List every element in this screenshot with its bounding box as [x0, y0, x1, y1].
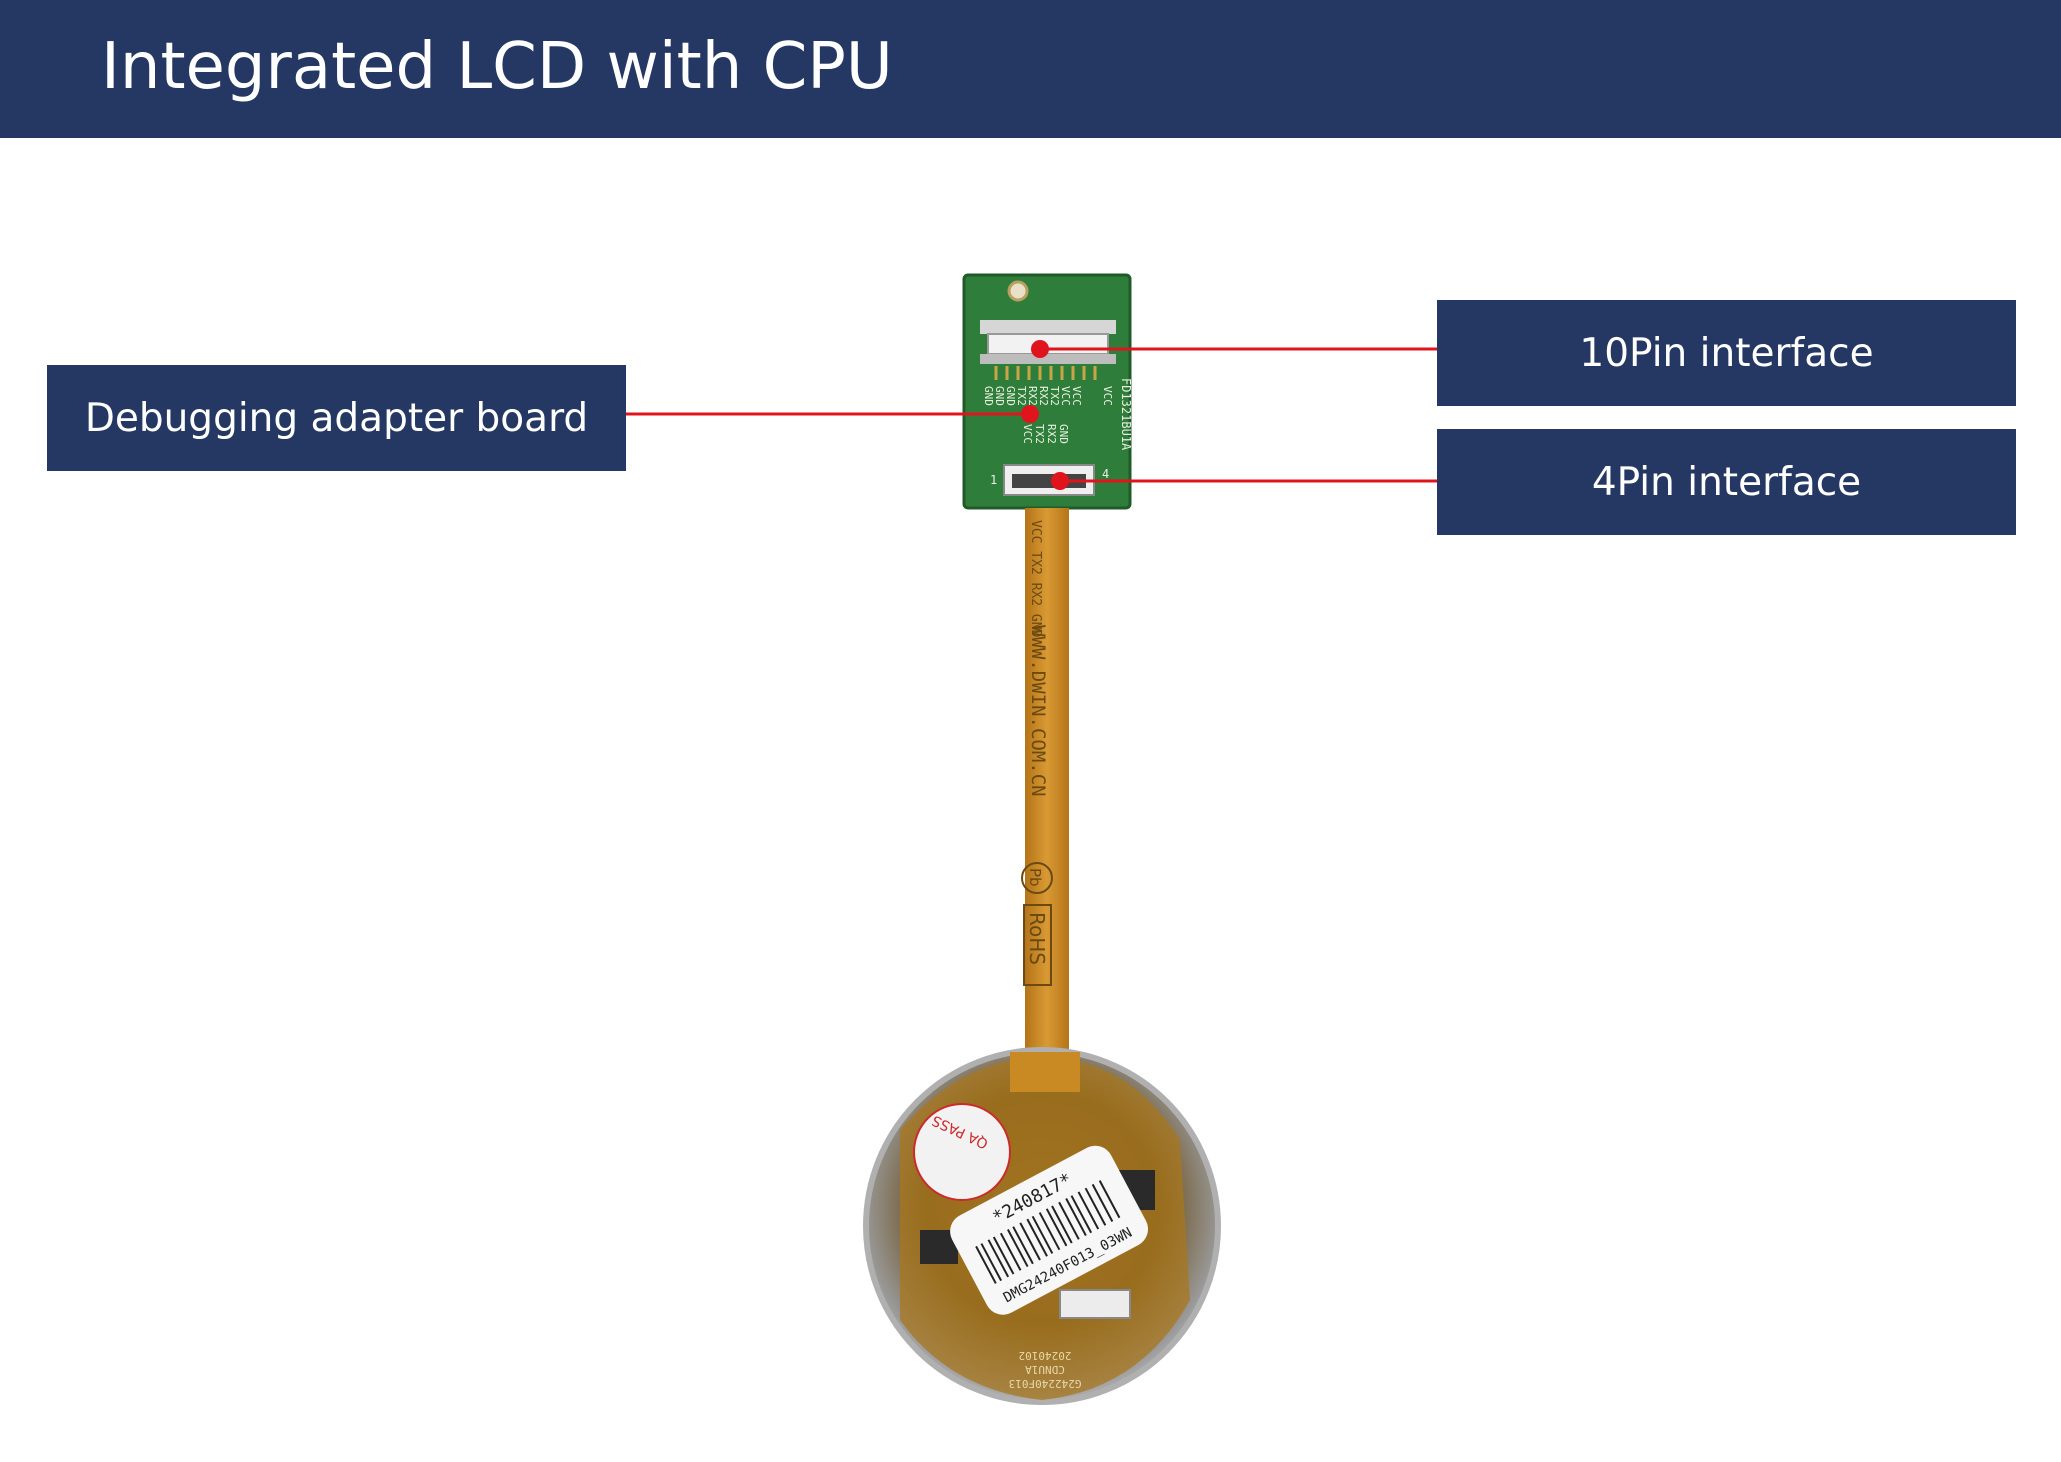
- cable-url: WWW.DWIN.COM.CN: [1027, 625, 1049, 797]
- callout-text: 4Pin interface: [1591, 459, 1862, 505]
- marker-dot-debug: [1021, 405, 1039, 423]
- board-pin-label: VCC: [1070, 386, 1083, 406]
- round-lcd-module: QA PASS *240817* DMG24240F013_03WN 20240…: [863, 1047, 1221, 1405]
- board-pin-label: VCC: [1101, 386, 1114, 406]
- board-pin-label: VCC: [1059, 386, 1072, 406]
- board-pin-label: GND: [1004, 386, 1017, 406]
- callout-text: Debugging adapter board: [84, 395, 589, 441]
- board-model-label: FD1321BU1A: [1119, 378, 1133, 451]
- marker-dot-10pin: [1031, 340, 1049, 358]
- rohs-badge: [1023, 904, 1052, 986]
- board-pin-label: RX2: [1037, 386, 1050, 406]
- board-pin-label: RX2: [1045, 424, 1058, 444]
- mounting-hole-icon: [1007, 280, 1029, 302]
- pb-mark: Pb: [1026, 868, 1044, 887]
- board-pin-label: VCC: [1021, 424, 1034, 444]
- fpc-connector: [1059, 1289, 1131, 1319]
- callout-debugging-adapter-board: Debugging adapter board: [47, 365, 626, 471]
- marker-dot-4pin: [1051, 472, 1069, 490]
- pb-free-icon: [1021, 862, 1053, 894]
- pcb-date: 20240102: [1019, 1349, 1072, 1362]
- cable-pin-labels: VCC TX2 RX2 GND: [1028, 520, 1043, 638]
- qa-pass-sticker: QA PASS: [913, 1103, 1011, 1201]
- pin-1-marker: 1: [990, 473, 997, 487]
- board-pin-label: TX2: [1015, 386, 1028, 406]
- callout-4pin-interface: 4Pin interface: [1437, 429, 2016, 535]
- board-pin-label: GND: [993, 386, 1006, 406]
- board-pin-label: TX2: [1048, 386, 1061, 406]
- pcb-model: G242240F013: [1009, 1377, 1082, 1390]
- leader-lines: [626, 347, 1437, 483]
- board-pin-label: GND: [1057, 424, 1070, 444]
- board-pin-label: GND: [982, 386, 995, 406]
- rohs-mark: RoHS: [1025, 912, 1049, 965]
- page-title: Integrated LCD with CPU: [101, 30, 893, 104]
- board-pin-label: TX2: [1033, 424, 1046, 444]
- callout-text: 10Pin interface: [1579, 330, 1874, 376]
- adapter-board: FD1321BU1A GND GND GND TX2 RX2 RX2 TX2 V…: [962, 273, 1133, 510]
- flex-cable: VCC TX2 RX2 GND WWW.DWIN.COM.CN Pb RoHS: [1021, 508, 1069, 1061]
- header-bar: Integrated LCD with CPU: [0, 0, 2061, 138]
- callout-10pin-interface: 10Pin interface: [1437, 300, 2016, 406]
- pcb-rev: CDNU1A: [1025, 1363, 1065, 1376]
- pin-4-marker: 4: [1102, 467, 1109, 481]
- board-pin-label: RX2: [1026, 386, 1039, 406]
